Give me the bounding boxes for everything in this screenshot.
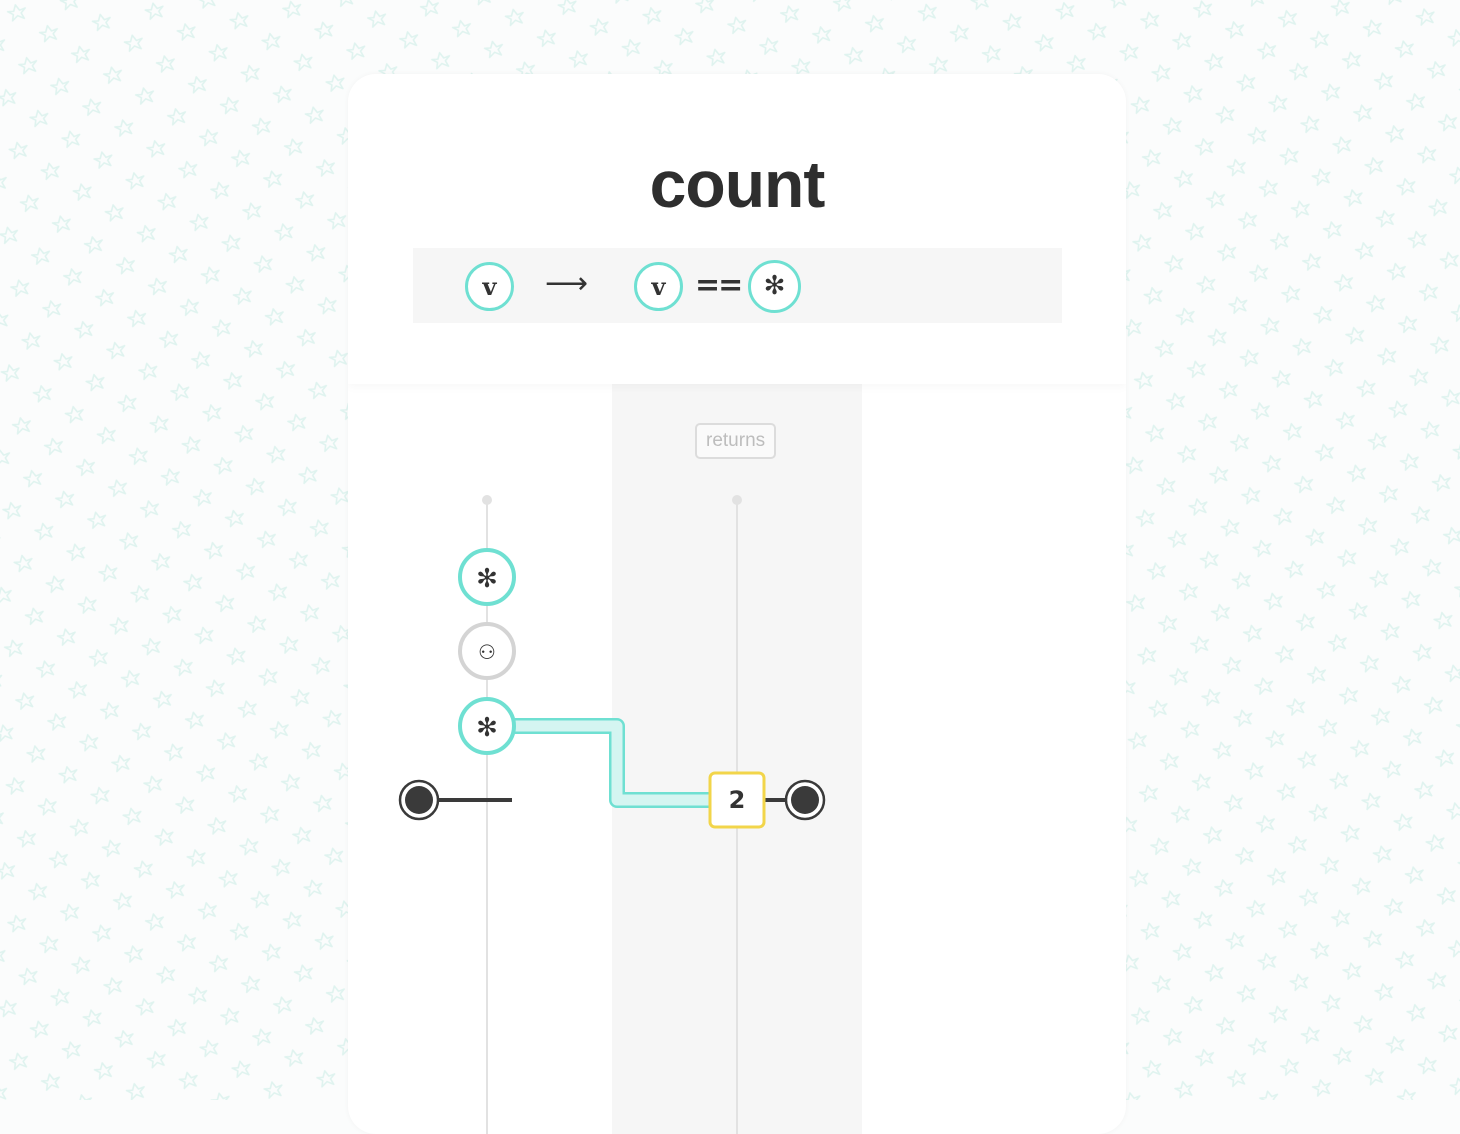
wildcard-top-glyph: ✻ [476, 564, 498, 594]
empty-hole-node[interactable] [458, 622, 516, 680]
returns-label: returns [695, 423, 777, 459]
dataflow-diagram: ✻ ⚇ ✻ 2 [398, 495, 826, 1134]
equals-operator: == [695, 268, 743, 303]
returns-guide-endpoint [732, 495, 742, 505]
connector-path [510, 720, 728, 806]
wildcard-node-top[interactable] [458, 548, 516, 606]
output-variable-token[interactable]: v [634, 262, 683, 311]
output-terminal-dot [791, 786, 819, 814]
function-card: count v ⟶ v == ✻ returns ✻ ⚇ ✻ [348, 74, 1126, 1134]
input-guide-endpoint [482, 495, 492, 505]
return-value-box[interactable] [708, 771, 766, 829]
signature-bar: v ⟶ v == ✻ [413, 248, 1062, 323]
input-terminal-dot [405, 786, 433, 814]
wildcard-bottom-glyph: ✻ [476, 713, 498, 743]
maps-to-arrow-icon: ⟶ [545, 266, 589, 301]
wildcard-token[interactable]: ✻ [748, 260, 801, 313]
return-value-text: 2 [729, 786, 746, 814]
wildcard-node-bottom[interactable] [458, 697, 516, 755]
card-header: count v ⟶ v == ✻ [348, 74, 1126, 384]
function-title: count [649, 147, 826, 221]
empty-hole-icon: ⚇ [478, 640, 496, 664]
input-variable-token[interactable]: v [465, 262, 514, 311]
